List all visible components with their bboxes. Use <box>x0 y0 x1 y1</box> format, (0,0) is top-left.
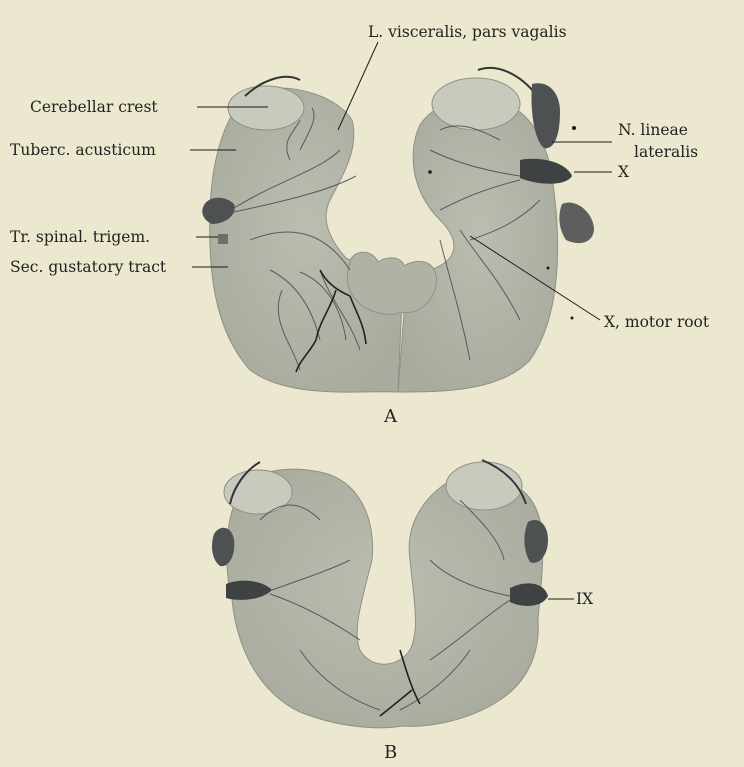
label-cerebellar-crest: Cerebellar crest <box>30 98 158 116</box>
label-n-lineae: N. lineae <box>618 121 688 139</box>
panel-letter-a: A <box>384 406 397 427</box>
section-a-median-lobe <box>348 252 437 314</box>
label-tr-spinal-trigem: Tr. spinal. trigem. <box>10 228 150 246</box>
label-lateralis: lateralis <box>634 143 698 161</box>
section-a-right-half <box>398 99 558 392</box>
section-b <box>212 460 548 728</box>
label-sec-gustatory-tract: Sec. gustatory tract <box>10 258 166 276</box>
label-x-motor-root: X, motor root <box>604 313 709 331</box>
section-a-left-half <box>210 88 402 392</box>
label-visceralis: L. visceralis, pars vagalis <box>368 23 567 41</box>
label-x: X <box>618 163 629 181</box>
section-a <box>202 68 594 392</box>
label-ix: IX <box>576 590 593 608</box>
label-tuberc-acusticum: Tuberc. acusticum <box>10 141 156 159</box>
panel-letter-b: B <box>384 742 397 763</box>
